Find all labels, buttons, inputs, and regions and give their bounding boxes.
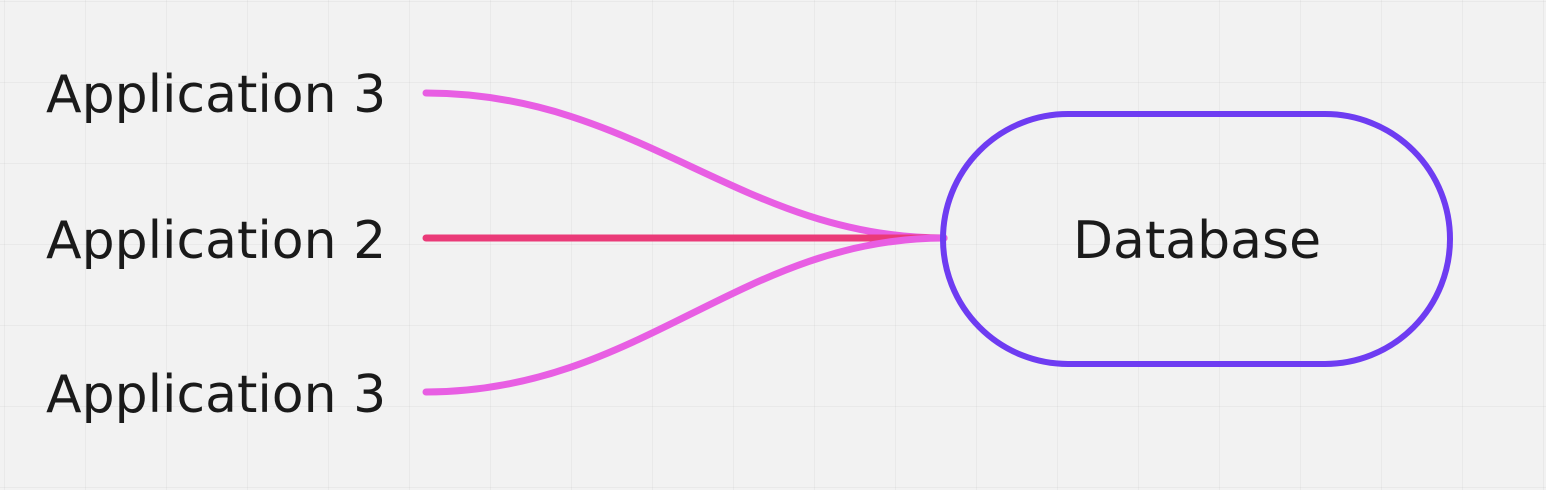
connector-app-bottom-to-database[interactable] <box>422 234 948 396</box>
node-app-bottom-label[interactable]: Application 3 <box>46 365 386 425</box>
connector-app-top-to-database[interactable] <box>422 89 948 242</box>
database-label: Database <box>1073 211 1321 271</box>
node-app-top-label[interactable]: Application 3 <box>46 65 386 125</box>
database-terminal-shape[interactable] <box>940 111 1453 367</box>
node-app-middle-label[interactable]: Application 2 <box>46 211 386 271</box>
node-database[interactable]: Database <box>940 111 1453 367</box>
